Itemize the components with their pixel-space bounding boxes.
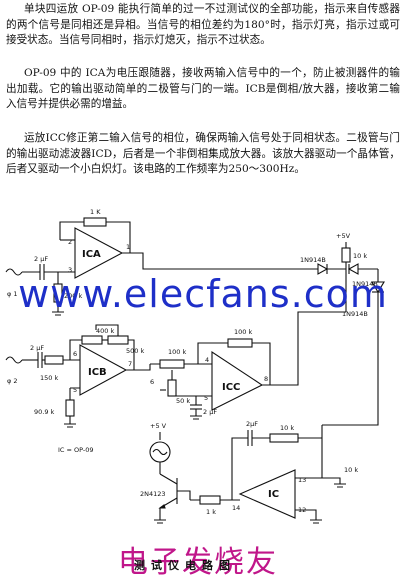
svg-text:14: 14 xyxy=(232,504,240,512)
op-amp-b xyxy=(79,344,128,396)
op-amp-c xyxy=(211,350,264,411)
svg-text:2 μF: 2 μF xyxy=(30,344,44,352)
resistor-1k-bottom xyxy=(199,495,221,505)
svg-text:IC = OP-09: IC = OP-09 xyxy=(58,446,94,454)
svg-text:φ 1: φ 1 xyxy=(7,290,18,298)
svg-text:400 k: 400 k xyxy=(96,327,114,335)
svg-text:100 k: 100 k xyxy=(234,328,252,336)
svg-text:7: 7 xyxy=(128,360,132,368)
svg-text:200 k: 200 k xyxy=(64,292,82,300)
resistor-10k-top xyxy=(341,247,351,263)
svg-text:2: 2 xyxy=(68,238,72,246)
svg-text:13: 13 xyxy=(298,476,306,484)
svg-text:10 k: 10 k xyxy=(344,466,358,474)
diagram-caption: 测试仪电路图 xyxy=(134,559,236,572)
paragraph-1: 单块四运放 OP-09 能执行简单的过一不过测试仪的全部功能，指示来自传感器的两… xyxy=(6,3,400,47)
svg-text:2N4123: 2N4123 xyxy=(140,490,166,498)
watermark: www.elecfans.com xyxy=(18,272,388,316)
svg-text:+5 V: +5 V xyxy=(150,422,167,430)
svg-text:5: 5 xyxy=(73,386,77,394)
svg-text:50 k: 50 k xyxy=(176,397,190,405)
resistor-500k-pot xyxy=(107,335,129,345)
resistor-1k xyxy=(83,217,107,227)
ic-d-label: IC xyxy=(268,489,279,500)
svg-text:1N914B: 1N914B xyxy=(300,256,326,264)
svg-text:1: 1 xyxy=(126,243,130,251)
op-amp-d xyxy=(238,469,296,519)
svg-text:10 k: 10 k xyxy=(353,252,367,260)
svg-text:500 k: 500 k xyxy=(126,347,144,355)
svg-text:2 μF: 2 μF xyxy=(203,408,217,416)
ic-a-label: ICA xyxy=(82,249,101,260)
svg-text:4: 4 xyxy=(205,356,209,364)
svg-text:8: 8 xyxy=(264,375,268,383)
svg-text:1N914B: 1N914B xyxy=(352,280,378,288)
resistor-90k xyxy=(65,399,75,417)
svg-text:5: 5 xyxy=(204,394,208,402)
svg-text:6: 6 xyxy=(150,378,154,386)
paragraph-2: OP-09 中的 ICA为电压跟随器，接收两输入信号中的一个，防止被测器件的输出… xyxy=(6,67,400,111)
resistor-150k xyxy=(44,355,64,365)
svg-text:100 k: 100 k xyxy=(168,348,186,356)
resistor-50k xyxy=(167,379,177,397)
svg-text:+5V: +5V xyxy=(336,232,351,240)
diode-1 xyxy=(317,263,329,275)
svg-text:90.9 k: 90.9 k xyxy=(34,408,55,416)
paragraph-3: 运放ICC修正第二输入信号的相位，确保两输入信号处于同相状态。二极管与门的输出驱… xyxy=(6,132,400,176)
svg-text:1 k: 1 k xyxy=(206,508,216,516)
watermark-chinese: 电子发烧友 xyxy=(118,545,278,580)
svg-text:1N914B: 1N914B xyxy=(342,310,368,318)
resistor-400k xyxy=(81,335,103,345)
svg-text:10 k: 10 k xyxy=(280,424,294,432)
svg-text:1 K: 1 K xyxy=(90,208,101,216)
ic-c-label: ICC xyxy=(222,382,240,393)
svg-text:150 k: 150 k xyxy=(40,374,58,382)
ic-b-label: ICB xyxy=(88,367,107,378)
svg-text:3: 3 xyxy=(68,266,72,274)
op-amp-a xyxy=(74,227,124,279)
resistor-10k-d xyxy=(269,433,299,443)
svg-text:2 μF: 2 μF xyxy=(34,255,48,263)
svg-text:φ 2: φ 2 xyxy=(7,377,18,385)
resistor-100k-a xyxy=(159,359,185,369)
resistor-100k-b xyxy=(227,338,253,348)
svg-text:6: 6 xyxy=(73,350,77,358)
svg-text:2μF: 2μF xyxy=(246,420,258,428)
